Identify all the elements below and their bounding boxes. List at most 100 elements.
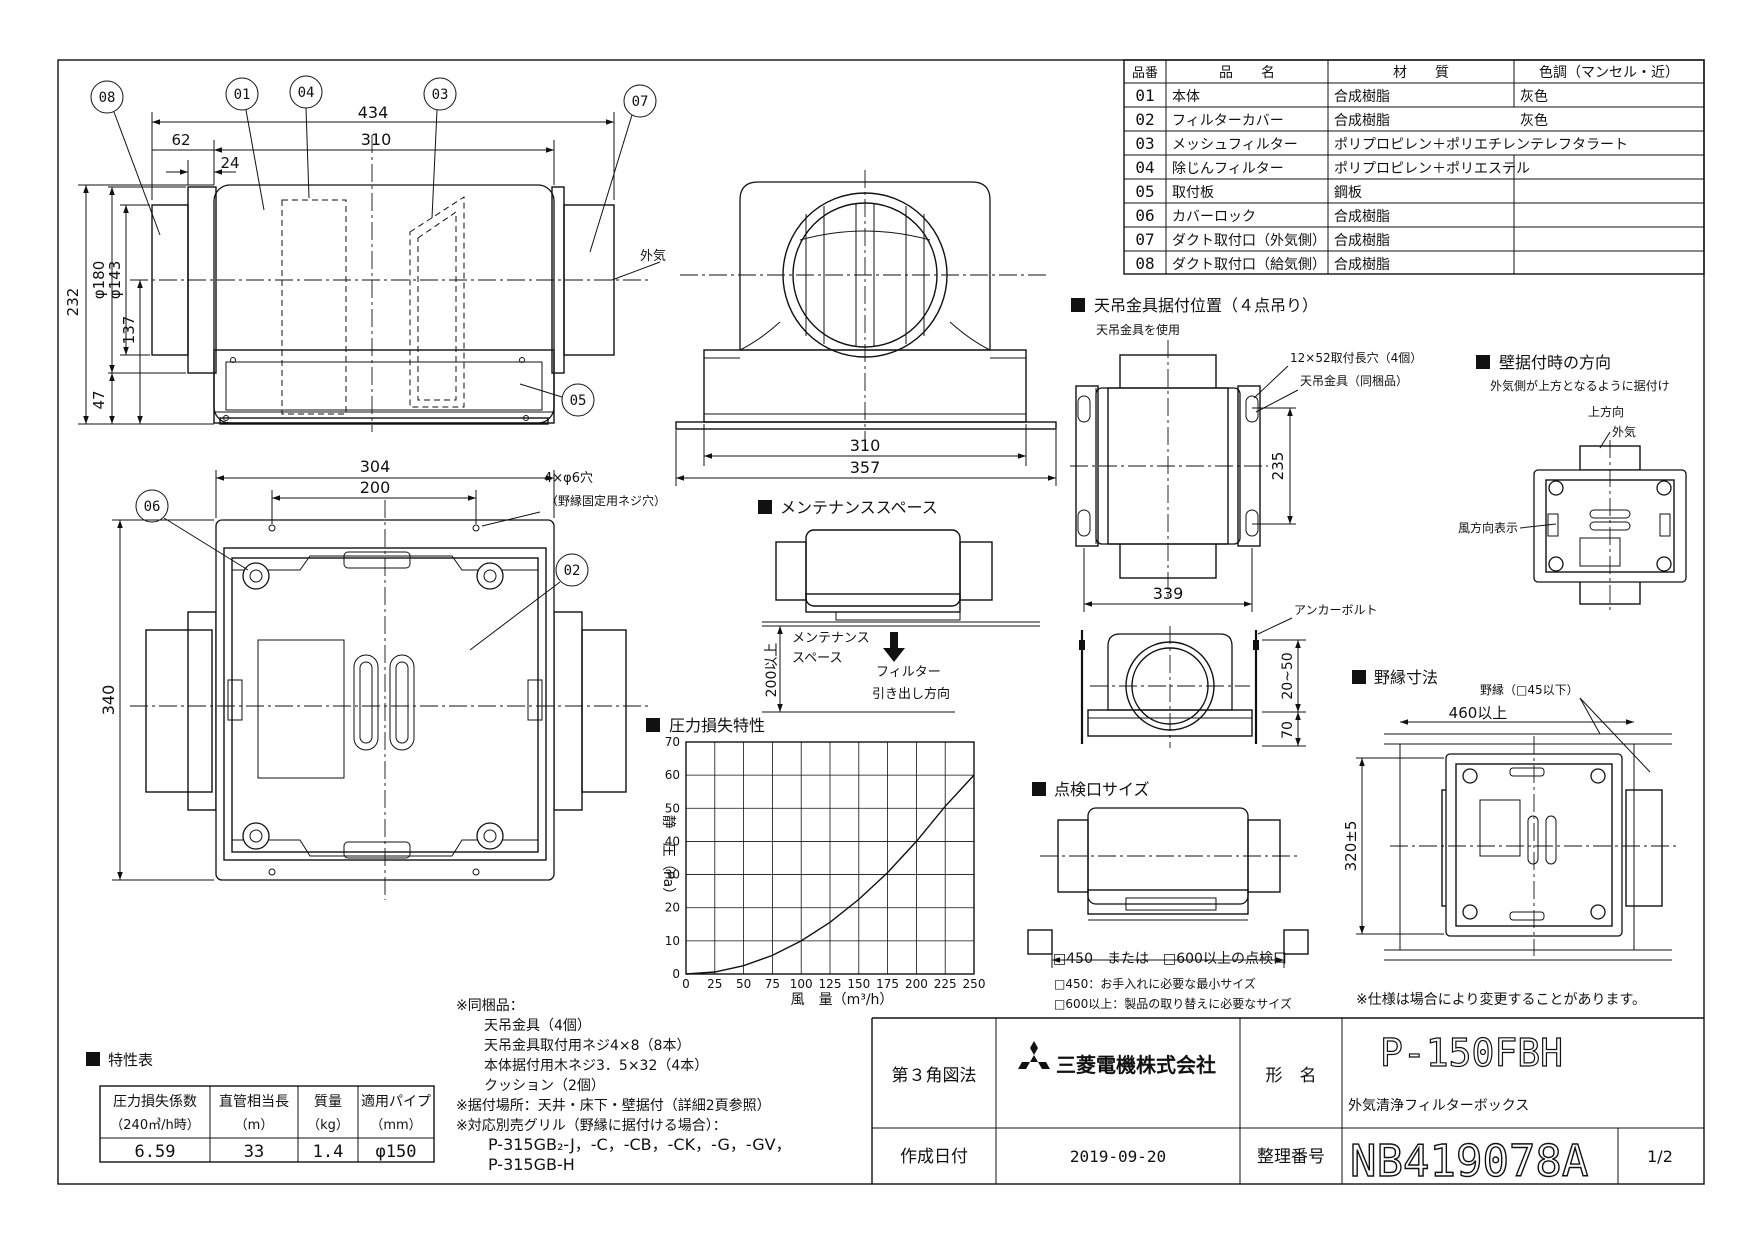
projection-method: 第３角図法: [892, 1066, 977, 1086]
parts-row-material: 合成樹脂: [1334, 257, 1390, 273]
dim-62: 62: [171, 131, 190, 149]
title-block: 第３角図法 三菱電機株式会社 形 名 P-150FBH 外気清浄フィルターボック…: [871, 1017, 1704, 1188]
dim-phi180: φ180: [90, 261, 108, 300]
dim-339: 339: [1153, 584, 1184, 603]
maintenance-label-2: スペース: [792, 651, 842, 666]
wall-outside: 外気: [1612, 424, 1636, 439]
dim-70: 70: [1280, 721, 1296, 739]
company-name: 三菱電機株式会社: [1056, 1053, 1216, 1077]
parts-row-no: 04: [1135, 158, 1154, 177]
spec-value: 6.59: [135, 1142, 176, 1162]
spec-header: 直管相当長: [219, 1093, 289, 1110]
noen-note: 野縁（□45以下）: [1480, 682, 1579, 697]
number-label: 整理番号: [1257, 1147, 1325, 1167]
callout-02: 02: [564, 563, 581, 579]
dim-232: 232: [64, 288, 82, 317]
spec-unit: （mm）: [370, 1118, 421, 1133]
parts-row-color: 灰色: [1520, 88, 1548, 105]
chart-y-tick-label: 30: [665, 868, 680, 882]
chart-y-tick-label: 50: [665, 801, 680, 815]
spec-unit: （m）: [235, 1118, 274, 1133]
callout-01: 01: [234, 87, 251, 103]
parts-row-no: 08: [1135, 254, 1154, 273]
chart-y-tick-label: 0: [672, 967, 680, 981]
chart-ylabel: 静 圧（Pa）: [660, 815, 676, 901]
spec-unit: （kg）: [307, 1118, 349, 1133]
spec-unit: （240㎥/h時）: [110, 1118, 199, 1133]
created-date: 2019-09-20: [1070, 1147, 1166, 1166]
parts-row-no: 07: [1135, 230, 1154, 249]
sheet-border: [57, 59, 1705, 1185]
dim-235: 235: [1269, 452, 1287, 481]
dim-24: 24: [220, 154, 239, 172]
parts-row-no: 03: [1135, 134, 1154, 153]
noen-dimension: 野縁寸法 野縁（□45以下） 460以上 320±5: [1342, 668, 1680, 961]
callout-04: 04: [298, 85, 315, 101]
top-view: 304 200 340 4×φ6穴 （野縁固定用ネジ穴） 06 02: [99, 457, 666, 900]
accessory-line: クッション（2個）: [456, 1078, 605, 1094]
callout-08: 08: [99, 90, 116, 106]
parts-header-name: 品 名: [1219, 65, 1275, 81]
parts-row-material: 鋼板: [1334, 185, 1362, 201]
parts-row-no: 06: [1135, 206, 1154, 225]
dim-304: 304: [360, 457, 391, 476]
parts-row-material: 合成樹脂: [1334, 233, 1390, 249]
chart-x-tick-label: 125: [819, 977, 842, 991]
accessory-line: 本体据付用木ネジ3．5×32（4本）: [456, 1058, 708, 1074]
chart-title: 圧力損失特性: [669, 716, 765, 735]
accessory-line: P-315GB-H: [456, 1155, 575, 1174]
spec-value: 33: [244, 1142, 264, 1162]
chart-y-tick-label: 40: [665, 834, 680, 848]
wind-direction-label: 風方向表示: [1458, 520, 1518, 535]
chart-x-tick-label: 175: [876, 977, 899, 991]
parts-row-name: フィルターカバー: [1172, 113, 1284, 129]
product-name: 外気清浄フィルターボックス: [1348, 1098, 1529, 1114]
chart-grid: [685, 741, 975, 975]
accessory-line: ※対応別売グリル（野縁に据付ける場合）：: [456, 1118, 727, 1134]
parts-row-name: 除じんフィルター: [1172, 161, 1284, 177]
dim-side-310: 310: [850, 436, 881, 455]
accessory-line: ※同梱品：: [456, 998, 524, 1014]
wall-up: 上方向: [1588, 404, 1624, 419]
parts-row-material: ポリプロピレン＋ポリエステル: [1334, 161, 1530, 177]
chart-y-tick-label: 70: [665, 735, 680, 749]
chart-y-tick-label: 20: [665, 901, 680, 915]
parts-row-material: 合成樹脂: [1334, 113, 1390, 129]
callout-06: 06: [144, 499, 161, 515]
inspection-note-2: □600以上：製品の取り替えに必要なサイズ: [1054, 996, 1292, 1011]
parts-row-no: 05: [1135, 182, 1154, 201]
dim-460: 460以上: [1449, 704, 1508, 722]
front-view: 434 310 62 24 232 φ180 φ143 137 47 外気 08: [64, 75, 666, 432]
parts-header-color: 色調（マンセル・近）: [1539, 64, 1679, 81]
chart-x-tick-label: 250: [963, 977, 986, 991]
chart-y-tick-label: 10: [665, 934, 680, 948]
dim-47: 47: [90, 390, 108, 409]
wall-title: 壁据付時の方向: [1499, 353, 1611, 372]
parts-row-material: 合成樹脂: [1334, 89, 1390, 105]
accessory-line: P-315GB₂-J，-C，-CB，-CK，-G，-GV，: [456, 1135, 792, 1154]
maintenance-space: メンテナンススペース 200以上 メンテナンス スペース フィルター 引き出し方…: [758, 498, 1040, 713]
inspection-opening: 点検口サイズ □450 または □600以上の点検口 □450：お手入れに必要な…: [1027, 780, 1309, 1011]
accessory-line: 天吊金具（4個）: [456, 1018, 591, 1034]
spec-change-note: ※仕様は場合により変更することがあります。: [1356, 991, 1646, 1008]
dim-434: 434: [358, 103, 389, 122]
anchor-bolt-view: 20~50 70 アンカーボルト: [1079, 603, 1378, 748]
side-view: 310 357: [675, 170, 1057, 486]
callout-03: 03: [432, 87, 449, 103]
filter-label: フィルター: [876, 665, 941, 680]
dim-320: 320±5: [1342, 821, 1360, 872]
parts-header-material: 材 質: [1393, 65, 1449, 81]
chart-xlabel: 風 量（m³/h）: [791, 992, 894, 1008]
model-number: P-150FBH: [1380, 1031, 1563, 1075]
maintenance-title: メンテナンススペース: [780, 498, 938, 517]
chart-series-line: [685, 774, 975, 975]
parts-row-color: 灰色: [1520, 112, 1548, 129]
noen-title: 野縁寸法: [1374, 668, 1438, 687]
mitsubishi-logo-icon: [1018, 1041, 1050, 1069]
parts-table: 品番 品 名 材 質 色調（マンセル・近） 01 本体 合成樹脂 灰色 02 フ…: [1123, 59, 1705, 275]
spec-header: 適用パイプ: [361, 1093, 431, 1110]
